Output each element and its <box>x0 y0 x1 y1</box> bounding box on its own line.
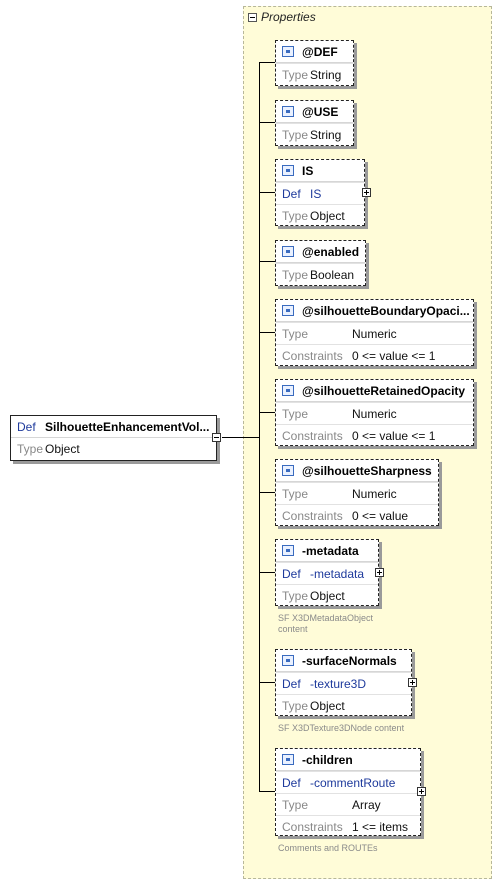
element-children-node[interactable]: -children Def -commentRoute Type Array Con… <box>275 748 421 836</box>
element-children-name: -children <box>302 752 353 767</box>
attribute-name: @silhouetteSharpness <box>302 463 432 478</box>
def-label: Def <box>282 566 301 581</box>
attribute-def-name: @DEF <box>302 44 338 59</box>
element-icon <box>282 754 294 765</box>
def-label: Def <box>282 775 301 790</box>
children-expand-icon[interactable] <box>417 787 426 796</box>
root-type-value: Object <box>45 441 80 456</box>
connector-ss <box>259 492 276 493</box>
attribute-silhouette-retained-opacity-node[interactable]: @silhouetteRetainedOpacity Type Numeric C… <box>275 379 474 446</box>
constraints-value: 0 <= value <= 1 <box>352 428 436 443</box>
type-value: Object <box>310 208 345 223</box>
connector-root-h <box>222 437 259 438</box>
element-icon <box>282 545 294 556</box>
type-value: String <box>310 127 342 142</box>
element-icon <box>282 655 294 666</box>
def-label: Def <box>282 676 301 691</box>
connector-use <box>259 122 276 123</box>
type-label: Type <box>282 797 309 812</box>
attribute-icon <box>282 465 294 476</box>
attribute-use-name: @USE <box>302 104 339 119</box>
attribute-name: @silhouetteRetainedOpacity <box>302 383 466 398</box>
properties-group-header: Properties <box>248 10 316 24</box>
def-label: Def <box>282 186 301 201</box>
type-value: Numeric <box>352 326 397 341</box>
type-value: Boolean <box>310 267 355 282</box>
constraints-label: Constraints <box>282 819 343 834</box>
constraints-label: Constraints <box>282 508 343 523</box>
def-value: -texture3D <box>310 676 367 691</box>
connector-children <box>259 791 276 792</box>
connector-surfacenormals <box>259 682 276 683</box>
connector-def <box>259 62 276 63</box>
type-value: Object <box>310 588 345 603</box>
type-label: Type <box>282 326 309 341</box>
metadata-caption: SF X3DMetadataObject content <box>278 613 373 635</box>
connector-sro <box>259 412 276 413</box>
type-label: Type <box>282 588 309 603</box>
connector-sbo <box>259 332 276 333</box>
type-label: Type <box>282 486 309 501</box>
type-label: Type <box>282 208 309 223</box>
root-element-name: SilhouetteEnhancementVol... <box>45 419 210 434</box>
connector-is <box>259 192 276 193</box>
type-value: Array <box>352 797 381 812</box>
children-caption: Comments and ROUTEs <box>278 843 378 853</box>
constraints-value: 1 <= items <box>352 819 409 834</box>
def-value: -metadata <box>310 566 365 581</box>
constraints-value: 0 <= value <box>352 508 409 523</box>
attribute-silhouette-sharpness-node[interactable]: @silhouetteSharpness Type Numeric Constra… <box>275 459 439 526</box>
type-label: Type <box>282 267 309 282</box>
element-metadata-name: -metadata <box>302 543 359 558</box>
attribute-enabled-name: @enabled <box>302 244 360 259</box>
attribute-icon <box>282 385 294 396</box>
connector-enabled <box>259 261 276 262</box>
surface-normals-caption: SF X3DTexture3DNode content <box>278 723 405 733</box>
type-label: Type <box>282 127 309 142</box>
type-label: Type <box>282 406 309 421</box>
properties-group-title: Properties <box>261 10 316 24</box>
is-expand-icon[interactable] <box>362 188 371 197</box>
attribute-icon <box>282 46 294 57</box>
element-is-name: IS <box>302 163 314 178</box>
constraints-value: 0 <= value <= 1 <box>352 348 436 363</box>
type-label: Type <box>282 698 309 713</box>
def-value: IS <box>310 186 322 201</box>
attribute-icon <box>282 246 294 257</box>
root-def-label: Def <box>17 419 36 434</box>
attribute-icon <box>282 106 294 117</box>
connector-trunk <box>259 62 260 791</box>
metadata-expand-icon[interactable] <box>375 568 384 577</box>
constraints-label: Constraints <box>282 348 343 363</box>
attribute-name: @silhouetteBoundaryOpaci... <box>302 303 470 318</box>
connector-metadata <box>259 572 276 573</box>
element-icon <box>282 165 294 176</box>
type-label: Type <box>282 67 309 82</box>
constraints-label: Constraints <box>282 428 343 443</box>
type-value: Numeric <box>352 406 397 421</box>
root-type-label: Type <box>17 441 44 456</box>
attribute-icon <box>282 305 294 316</box>
root-element-node[interactable]: Def SilhouetteEnhancementVol... Type Obj… <box>10 415 217 461</box>
surface-normals-expand-icon[interactable] <box>408 678 417 687</box>
def-value: -commentRoute <box>310 775 396 790</box>
element-surface-normals-name: -surfaceNormals <box>302 653 397 668</box>
type-value: String <box>310 67 342 82</box>
root-collapse-icon[interactable] <box>212 433 221 442</box>
metadata-caption-line2: content <box>278 624 308 634</box>
type-value: Object <box>310 698 345 713</box>
type-value: Numeric <box>352 486 397 501</box>
collapse-toggle-icon[interactable] <box>248 12 257 22</box>
metadata-caption-line1: SF X3DMetadataObject <box>278 613 374 623</box>
